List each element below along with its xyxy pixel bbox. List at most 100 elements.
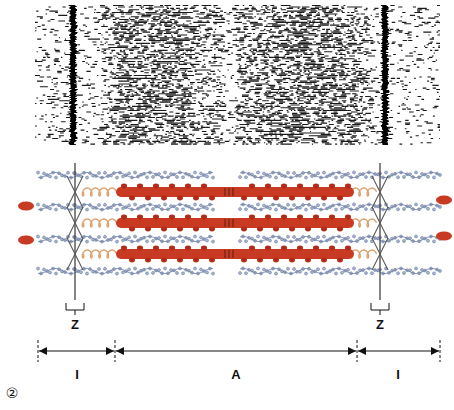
actin-bead [194,203,197,206]
myosin-head [193,258,199,263]
figure-number: ② [6,386,19,400]
myosin-head [273,227,279,232]
actin-bead [146,240,149,243]
actin-bead [347,268,350,271]
actin-bead [55,272,58,275]
actin-bead [293,171,296,174]
myosin-head [321,258,327,263]
actin-bead [206,175,209,178]
actin-bead [305,176,308,179]
myosin-head [281,184,287,189]
z-bracket [371,303,389,315]
dimension-tick [115,340,116,362]
actin-bead [194,267,197,270]
actin-bead [257,203,260,206]
actin-bead [287,203,290,206]
actin-bead [269,175,272,178]
actin-bead [122,271,125,274]
thin-filament [380,172,440,177]
band-label: I [396,368,400,381]
myosin-head [121,184,127,189]
actin-bead [427,239,430,242]
myosin-head [297,184,303,189]
actin-bead [335,272,338,275]
myosin-head [305,258,311,263]
actin-bead [43,204,46,207]
actin-bead [239,239,242,242]
myosin-head [145,258,151,263]
actin-bead [134,235,137,238]
myosin-head [185,246,191,251]
actin-bead [212,176,215,179]
z-line-link [67,176,83,192]
myosin-head [257,196,263,201]
myosin-head [281,215,287,220]
actin-bead [365,208,368,211]
actin-bead [86,272,89,275]
actin-bead [182,176,185,179]
myosin-head [241,196,247,201]
actin-bead [311,207,314,210]
actin-bead [397,176,400,179]
actin-bead [86,208,89,211]
actin-bead [317,172,320,175]
z-line-link [372,238,388,254]
actin-bead [403,272,406,275]
myosin-head [257,227,263,232]
titin-spring [82,250,116,258]
actin-bead [116,272,119,275]
actin-bead [421,172,424,175]
z-label: Z [376,318,384,331]
actin-bead [116,176,119,179]
myosin-head [121,246,127,251]
thin-filament [380,204,440,209]
actin-bead [134,267,137,270]
micrograph-texture [35,5,440,145]
actin-bead [335,176,338,179]
myosin-head [177,258,183,263]
actin-bead [212,240,215,243]
band-label: A [231,368,240,381]
myosin-head [193,196,199,201]
myosin-head [273,196,279,201]
myosin-head [201,184,207,189]
actin-bead [365,240,368,243]
myosin-head [337,227,343,232]
myosin-head [121,215,127,220]
myosin-head [161,227,167,232]
actin-bead [317,268,320,271]
myosin-head [161,196,167,201]
z-line-link [372,176,388,192]
actin-bead [98,171,101,174]
z-disc-band [68,5,78,145]
actin-bead [305,240,308,243]
myosin-head [289,258,295,263]
dimension-lines [38,340,440,362]
thick-filament [116,249,354,259]
actin-bead [164,235,167,238]
myosin-head [129,258,135,263]
myosin-head [249,246,255,251]
actin-bead [371,272,374,275]
actin-bead [433,240,436,243]
actin-bead [49,239,52,242]
actin-bead [200,236,203,239]
actin-bead [134,171,137,174]
actin-bead [239,207,242,210]
myosin-head [265,184,271,189]
myosin-head [169,215,175,220]
actin-bead [43,172,46,175]
myosin-head [209,196,215,201]
myosin-head [313,246,319,251]
myosin-head [265,246,271,251]
actin-bead [239,271,242,274]
actin-bead [122,239,125,242]
actin-bead [86,176,89,179]
myosin-head [281,246,287,251]
myosin-head [305,196,311,201]
actin-bead [206,271,209,274]
actin-bead [43,236,46,239]
myosin-head [241,227,247,232]
actin-bead [269,271,272,274]
thin-filament [38,268,74,273]
